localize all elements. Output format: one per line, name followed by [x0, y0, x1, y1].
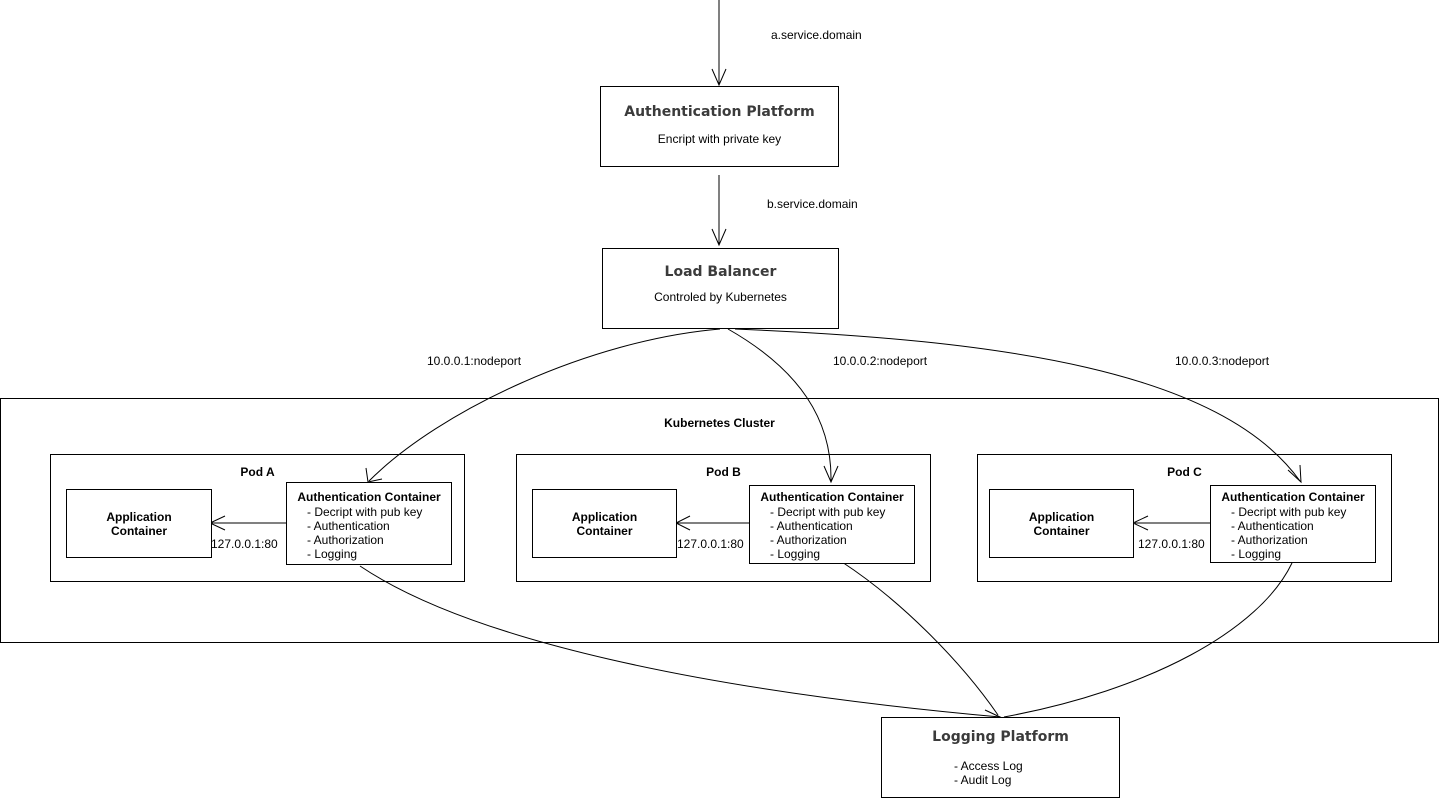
logging-platform-title: Logging Platform — [932, 729, 1069, 745]
pod-c-link-label: 127.0.0.1:80 — [1138, 537, 1205, 551]
pod-c-application-label: Application Container — [1028, 509, 1095, 538]
pod-a-title: Pod A — [240, 465, 275, 479]
pod-b-node[interactable]: Pod B — [516, 454, 931, 582]
list-item: - Logging — [307, 547, 358, 561]
kubernetes-cluster-title: Kubernetes Cluster — [664, 416, 775, 430]
authentication-platform-node[interactable]: Authentication Platform Encript with pri… — [600, 86, 839, 167]
pod-b-authentication-container[interactable]: Authentication Container - Decript with … — [749, 485, 915, 564]
pod-b-title: Pod B — [706, 465, 741, 479]
pod-b-link-label: 127.0.0.1:80 — [677, 537, 744, 551]
list-item: - Authorization — [307, 533, 384, 547]
pod-a-authentication-container[interactable]: Authentication Container - Decript with … — [286, 482, 452, 565]
pod-c-authentication-container[interactable]: Authentication Container - Decript with … — [1210, 485, 1376, 563]
pod-a-application-label: Application Container — [106, 509, 172, 538]
list-item: - Authorization — [1231, 533, 1308, 547]
pod-b-auth-title: Authentication Container — [760, 490, 904, 504]
pod-b-auth-list: - Decript with pub key - Authentication … — [770, 505, 885, 561]
list-item: - Decript with pub key — [1231, 505, 1347, 519]
list-item: - Authentication — [307, 519, 390, 533]
pod-c-node[interactable]: Pod C — [977, 454, 1392, 582]
list-item: - Authentication — [770, 519, 853, 533]
edge-label-b-service-domain: b.service.domain — [767, 197, 858, 211]
arrowhead-auth-platform — [711, 68, 727, 87]
edge-label-node2: 10.0.0.2:nodeport — [833, 354, 928, 368]
edge-label-node3: 10.0.0.3:nodeport — [1175, 354, 1270, 368]
pod-b-application-container[interactable]: Application Container — [532, 489, 677, 558]
pod-a-application-container[interactable]: Application Container — [66, 489, 212, 558]
list-item: - Logging — [770, 547, 821, 561]
edge-label-node1: 10.0.0.1:nodeport — [427, 354, 522, 368]
logging-platform-list: - Access Log - Audit Log — [954, 759, 1023, 787]
edge-label-a-service-domain: a.service.domain — [771, 28, 862, 42]
list-item: - Decript with pub key — [770, 505, 886, 519]
pod-b-application-label: Application Container — [571, 509, 638, 538]
load-balancer-subtitle: Controled by Kubernetes — [654, 290, 787, 304]
load-balancer-title: Load Balancer — [664, 264, 777, 280]
list-item: - Decript with pub key — [307, 505, 423, 519]
authentication-platform-subtitle: Encript with private key — [657, 132, 782, 146]
list-item: - Authorization — [770, 533, 847, 547]
pod-a-auth-list: - Decript with pub key - Authentication … — [307, 505, 422, 561]
pod-c-application-container[interactable]: Application Container — [989, 489, 1134, 558]
pod-a-auth-title: Authentication Container — [297, 490, 441, 504]
list-item: - Audit Log — [954, 773, 1012, 787]
authentication-platform-title: Authentication Platform — [624, 104, 815, 120]
pod-a-node[interactable]: Pod A — [50, 454, 465, 582]
list-item: - Access Log — [954, 759, 1023, 773]
arrowhead-lb — [711, 228, 727, 247]
pod-c-title: Pod C — [1167, 465, 1202, 479]
pod-a-link-label: 127.0.0.1:80 — [211, 537, 278, 551]
pod-c-auth-list: - Decript with pub key - Authentication … — [1231, 505, 1346, 561]
list-item: - Logging — [1231, 547, 1282, 561]
logging-platform-node[interactable]: Logging Platform - Access Log - Audit Lo… — [881, 717, 1120, 798]
load-balancer-node[interactable]: Load Balancer Controled by Kubernetes — [602, 248, 839, 329]
pod-c-auth-title: Authentication Container — [1221, 490, 1365, 504]
list-item: - Authentication — [1231, 519, 1314, 533]
